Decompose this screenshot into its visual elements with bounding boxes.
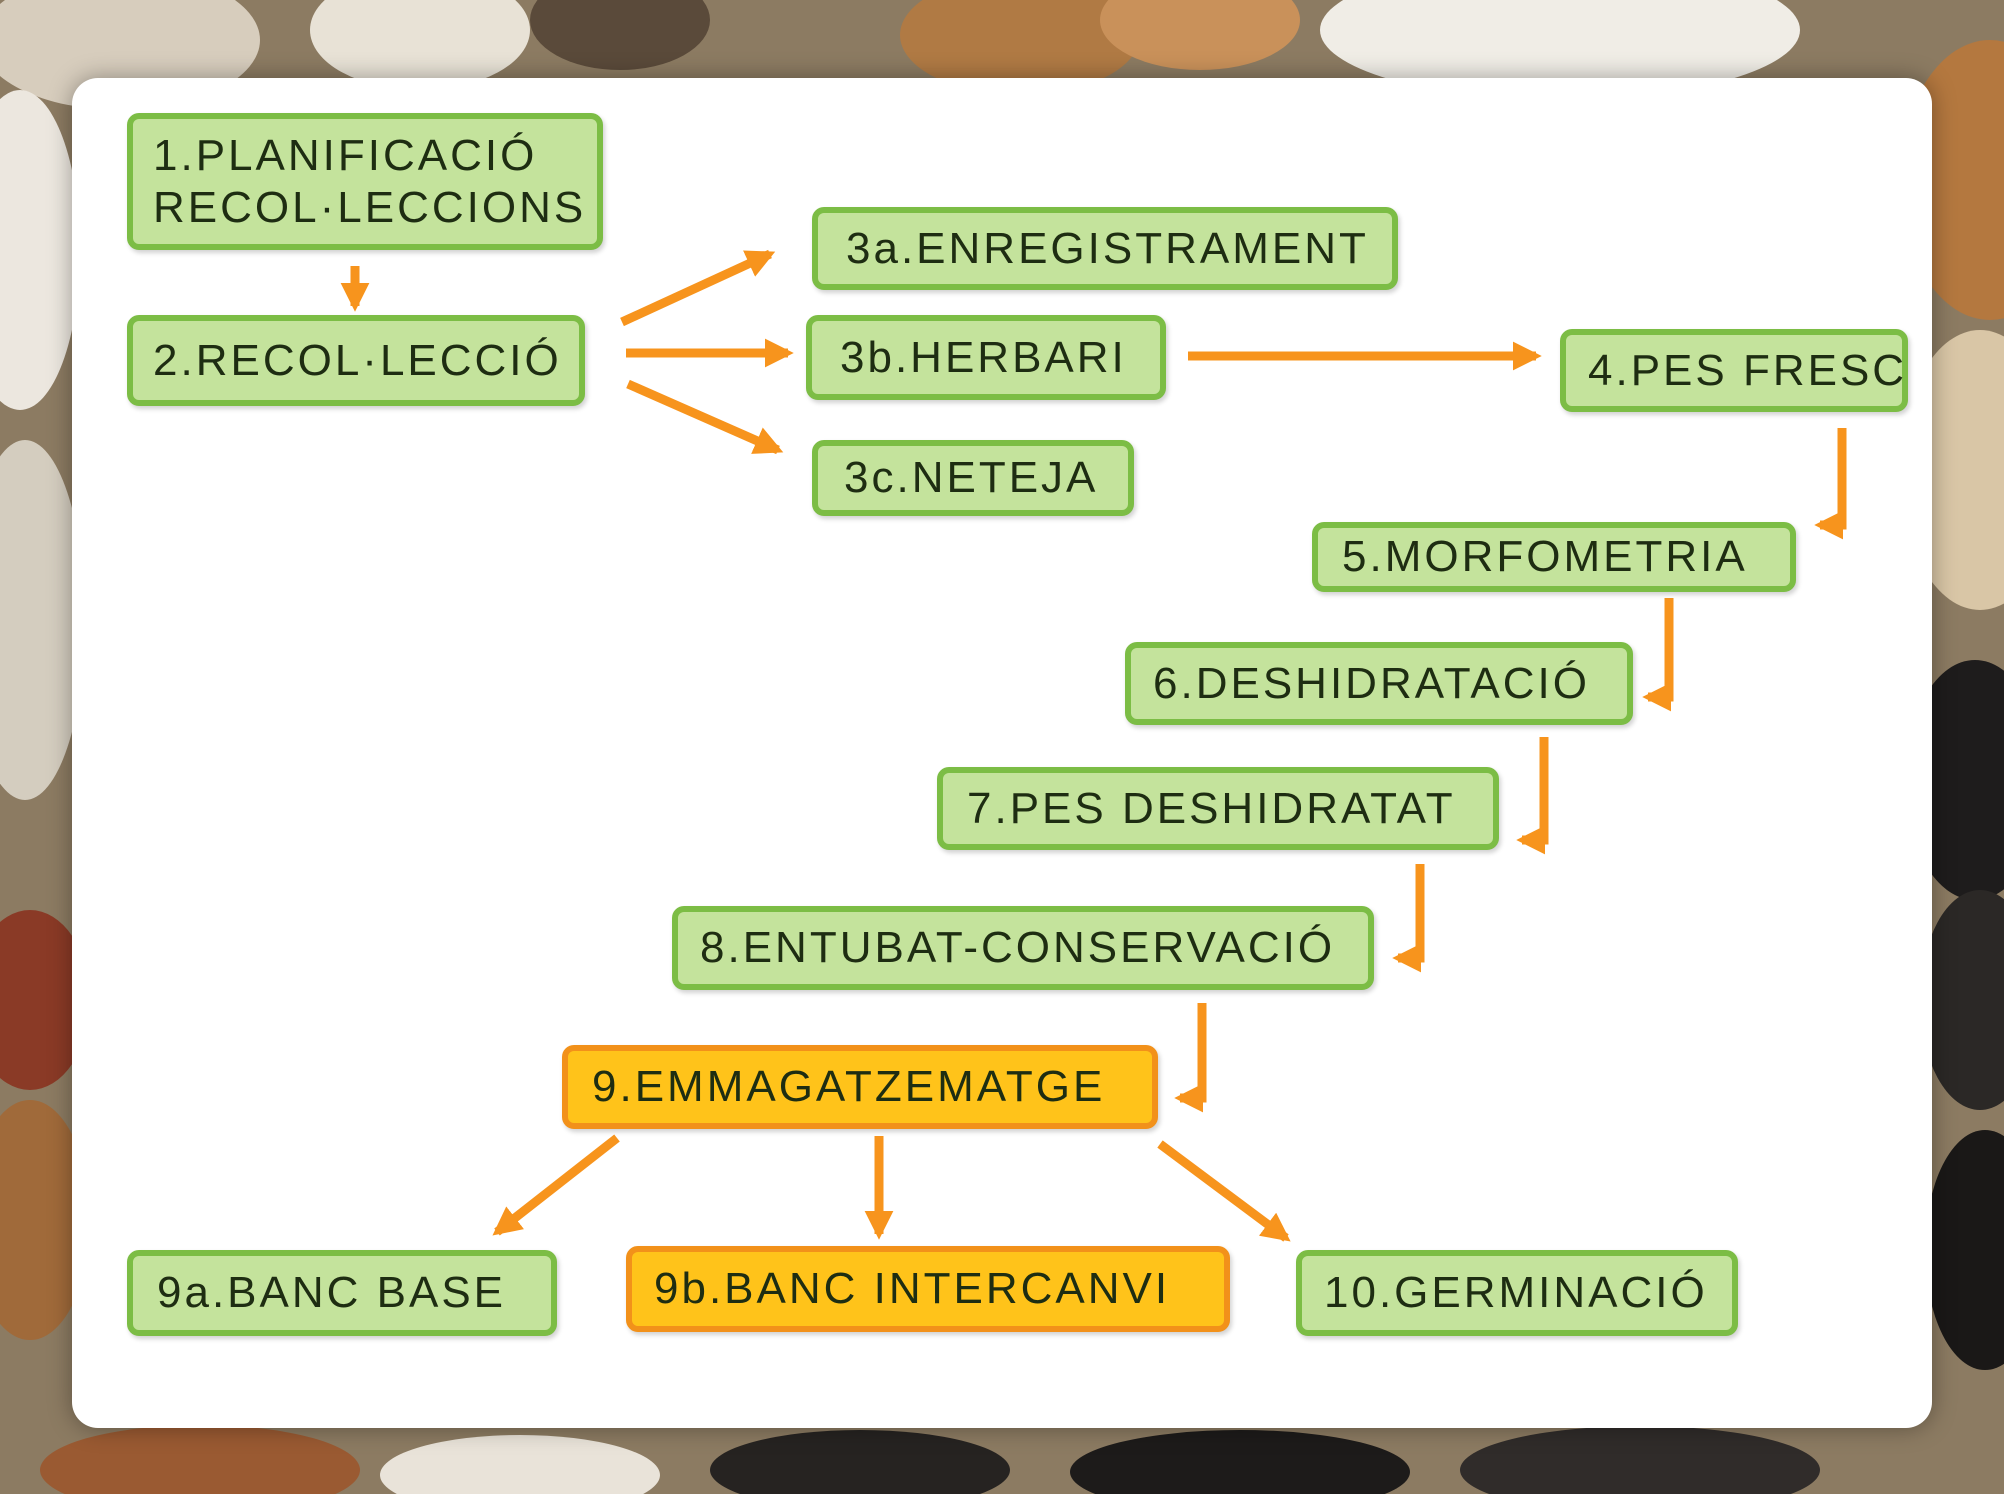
- step-4-label: 4.PES FRESC: [1588, 345, 1908, 395]
- step-3c-neteja: 3c.NETEJA: [812, 440, 1134, 516]
- step-3c-label: 3c.NETEJA: [844, 453, 1099, 502]
- step-6-deshidratacio: 6.DESHIDRATACIÓ: [1125, 642, 1633, 725]
- step-5-morfometria: 5.MORFOMETRIA: [1312, 522, 1796, 592]
- step-1-planificacio: 1.PLANIFICACIÓ RECOL·LECCIONS: [127, 113, 603, 250]
- step-7-label: 7.PES DESHIDRATAT: [967, 783, 1456, 833]
- step-6-label: 6.DESHIDRATACIÓ: [1153, 658, 1590, 708]
- step-9b-banc-intercanvi: 9b.BANC INTERCANVI: [626, 1246, 1230, 1332]
- step-2-label: 2.RECOL·LECCIÓ: [153, 335, 562, 385]
- step-3b-label: 3b.HERBARI: [840, 332, 1127, 382]
- step-5-label: 5.MORFOMETRIA: [1342, 532, 1748, 581]
- step-9-emmagatzematge: 9.EMMAGATZEMATGE: [562, 1045, 1158, 1129]
- step-2-recollecio: 2.RECOL·LECCIÓ: [127, 315, 585, 406]
- step-10-germinacio: 10.GERMINACIÓ: [1296, 1250, 1738, 1336]
- step-3a-label: 3a.ENREGISTRAMENT: [846, 223, 1369, 273]
- step-8-label: 8.ENTUBAT-CONSERVACIÓ: [700, 923, 1336, 972]
- step-10-label: 10.GERMINACIÓ: [1324, 1268, 1708, 1317]
- step-9a-label: 9a.BANC BASE: [157, 1268, 507, 1317]
- step-9-label: 9.EMMAGATZEMATGE: [592, 1062, 1106, 1111]
- step-7-pes-deshidratat: 7.PES DESHIDRATAT: [937, 767, 1499, 850]
- step-1-line-1: 1.PLANIFICACIÓ: [153, 130, 538, 180]
- step-1-line-2: RECOL·LECCIONS: [153, 182, 587, 232]
- step-9b-label: 9b.BANC INTERCANVI: [654, 1264, 1171, 1313]
- step-3b-herbari: 3b.HERBARI: [806, 315, 1166, 400]
- step-8-entubat-conservacio: 8.ENTUBAT-CONSERVACIÓ: [672, 906, 1374, 990]
- step-4-pes-fresc: 4.PES FRESC: [1560, 329, 1908, 412]
- step-3a-enregistrament: 3a.ENREGISTRAMENT: [812, 207, 1398, 290]
- step-9a-banc-base: 9a.BANC BASE: [127, 1250, 557, 1336]
- slide-card: [72, 78, 1932, 1428]
